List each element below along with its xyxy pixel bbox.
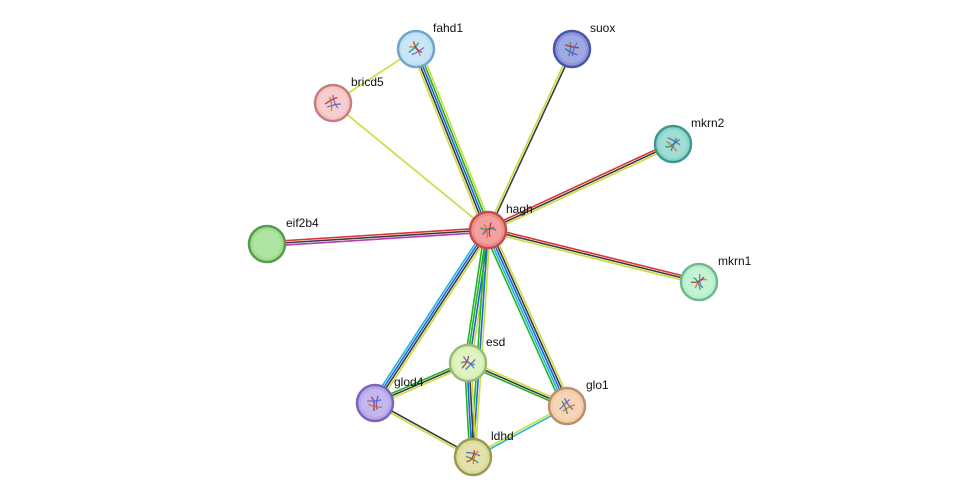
edge-evidence-line: [486, 231, 700, 285]
node-label: mkrn1: [718, 254, 752, 268]
node-highlight: [319, 89, 347, 117]
protein-structure-icon: [367, 395, 382, 411]
edge-evidence-line: [485, 230, 566, 408]
node-hagh[interactable]: hagh: [468, 202, 533, 250]
edge-evidence-line: [489, 228, 570, 406]
protein-structure-icon: [564, 41, 579, 57]
edge-evidence-line: [487, 229, 568, 407]
edge-evidence-line: [487, 227, 701, 281]
node-label: ldhd: [491, 429, 514, 443]
node-esd[interactable]: esd: [448, 335, 505, 383]
node-label: bricd5: [351, 75, 384, 89]
protein-structure-icon: [465, 450, 481, 465]
node-suox[interactable]: suox: [552, 21, 615, 69]
edge-evidence-line: [463, 228, 486, 364]
protein-structure-icon: [559, 398, 576, 415]
edge-evidence-line: [419, 46, 493, 230]
node-label: suox: [590, 21, 615, 35]
edge-evidence-line: [266, 231, 489, 247]
node-highlight: [253, 230, 281, 258]
node-label: glod4: [394, 375, 424, 389]
node-ldhd[interactable]: ldhd: [453, 429, 514, 477]
node-highlight: [553, 392, 581, 420]
edge-evidence-line: [411, 49, 485, 233]
edge-evidence-line: [375, 229, 490, 405]
protein-structure-icon: [690, 273, 707, 290]
node-label: hagh: [506, 202, 533, 216]
edge-hagh-mkrn2[interactable]: [486, 141, 675, 233]
edge-evidence-line: [487, 229, 700, 283]
edge-evidence-line: [266, 229, 489, 245]
node-eif2b4[interactable]: eif2b4: [247, 216, 319, 264]
edge-evidence-line: [413, 49, 487, 232]
edge-evidence-line: [373, 228, 488, 404]
edge-evidence-line: [417, 47, 491, 230]
node-circle[interactable]: [547, 386, 587, 426]
node-glod4[interactable]: glod4: [355, 375, 424, 423]
protein-structure-icon: [665, 137, 681, 152]
edge-hagh-glod4[interactable]: [371, 227, 492, 406]
node-fahd1[interactable]: fahd1: [396, 21, 463, 69]
edge-evidence-line: [488, 145, 675, 233]
protein-structure-icon: [324, 94, 341, 112]
edge-hagh-bricd5[interactable]: [332, 102, 489, 231]
edge-evidence-line: [266, 227, 489, 243]
edge-evidence-line: [488, 48, 574, 232]
protein-structure-icon: [460, 355, 476, 371]
edge-evidence-line: [487, 143, 674, 231]
node-mkrn2[interactable]: mkrn2: [653, 116, 725, 164]
edge-evidence-line: [491, 227, 572, 405]
node-glo1[interactable]: glo1: [547, 378, 609, 426]
node-label: fahd1: [433, 21, 463, 35]
node-circle[interactable]: [355, 383, 395, 423]
edge-hagh-mkrn1[interactable]: [486, 227, 701, 285]
nodes-layer: hagh fahd1 suox bricd5 mkrn2 eif2b4 mkrn1 esd gl…: [247, 21, 752, 477]
edge-hagh-fahd1[interactable]: [411, 46, 493, 233]
edge-evidence-line: [371, 227, 487, 402]
edge-evidence-line: [486, 47, 572, 231]
edge-evidence-line: [474, 229, 491, 458]
node-bricd5[interactable]: bricd5: [313, 75, 384, 123]
edge-hagh-ldhd[interactable]: [470, 229, 491, 458]
edge-evidence-line: [332, 102, 489, 231]
node-mkrn1[interactable]: mkrn1: [679, 254, 752, 302]
edge-evidence-line: [376, 231, 492, 406]
protein-structure-icon: [480, 222, 497, 238]
edge-evidence-line: [472, 229, 489, 458]
edge-evidence-line: [486, 141, 673, 229]
edge-hagh-glo1[interactable]: [483, 227, 572, 409]
node-highlight: [558, 35, 586, 63]
node-label: glo1: [586, 378, 609, 392]
edge-hagh-eif2b4[interactable]: [266, 227, 489, 247]
edge-hagh-suox[interactable]: [486, 47, 574, 232]
node-label: esd: [486, 335, 505, 349]
node-circle[interactable]: [552, 29, 592, 69]
node-highlight: [361, 389, 389, 417]
node-label: mkrn2: [691, 116, 725, 130]
node-circle[interactable]: [247, 224, 287, 264]
node-label: eif2b4: [286, 216, 319, 230]
protein-structure-icon: [408, 41, 425, 56]
edge-evidence-line: [483, 231, 564, 409]
edge-evidence-line: [415, 48, 489, 231]
node-circle[interactable]: [313, 83, 353, 123]
edge-evidence-line: [470, 229, 487, 458]
